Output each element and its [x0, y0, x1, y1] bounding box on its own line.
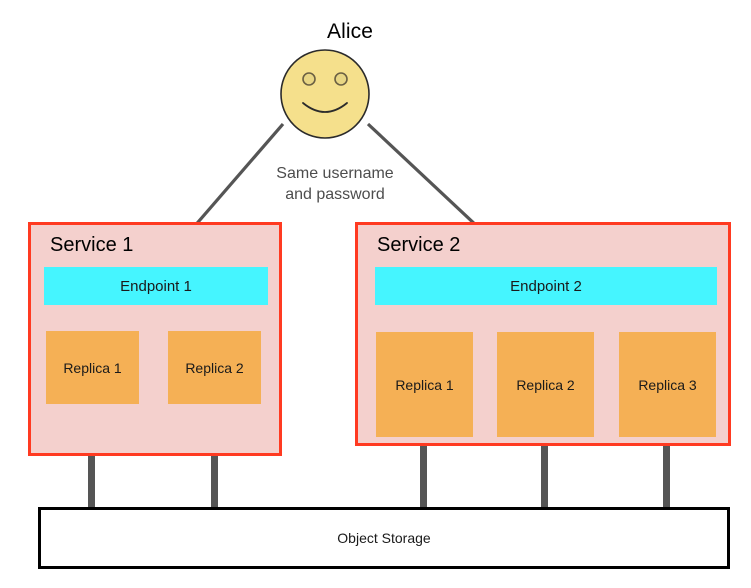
connector-s1-replica-2-storage: [211, 402, 218, 510]
replica-node-s2-r3[interactable]: Replica 3: [619, 332, 716, 437]
object-storage-node[interactable]: Object Storage: [38, 507, 730, 569]
connector-s2-replica-3-storage: [663, 435, 670, 510]
smiley-mouth-icon: [302, 102, 348, 113]
replica-node-s1-r1[interactable]: Replica 1: [46, 331, 139, 404]
connector-s1-replica-1-storage: [88, 402, 95, 510]
service-title-1: Service 1: [50, 234, 134, 256]
smiley-face-icon: [280, 49, 370, 139]
connector-s2-replica-2-storage: [541, 435, 548, 510]
smiley-right-eye-icon: [334, 72, 348, 86]
replica-node-s2-r1[interactable]: Replica 1: [376, 332, 473, 437]
credentials-annotation-line1: Same username: [276, 165, 394, 182]
replica-node-s2-r2[interactable]: Replica 2: [497, 332, 594, 437]
actor-label-alice: Alice: [326, 20, 374, 43]
smiley-left-eye-icon: [302, 72, 316, 86]
endpoint-node-2[interactable]: Endpoint 2: [375, 267, 717, 305]
alice-actor-figure: [280, 49, 370, 139]
service-title-2: Service 2: [377, 234, 461, 256]
endpoint-node-1[interactable]: Endpoint 1: [44, 267, 268, 305]
replica-to-storage-connectors: [88, 402, 670, 510]
credentials-annotation-line2: and password: [285, 186, 385, 203]
credentials-annotation: Same username and password: [248, 163, 422, 205]
replica-node-s1-r2[interactable]: Replica 2: [168, 331, 261, 404]
connector-s2-replica-1-storage: [420, 435, 427, 510]
